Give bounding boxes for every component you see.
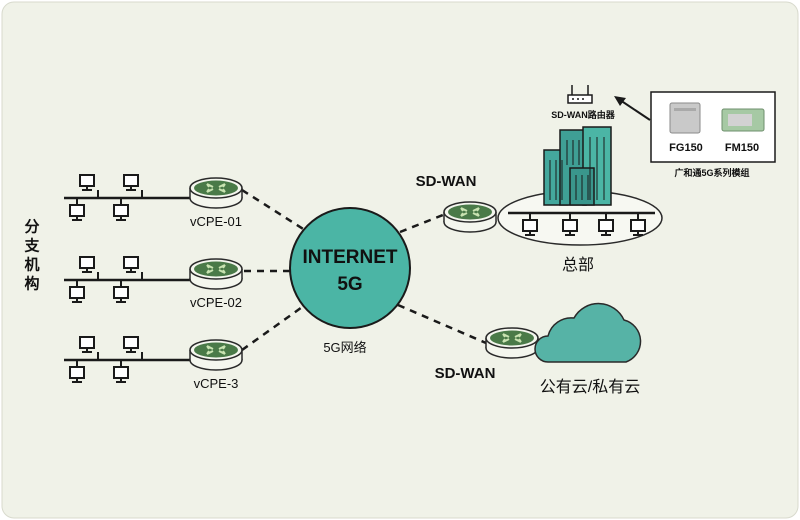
router-icon bbox=[189, 339, 243, 371]
internet-5g-hub: INTERNET 5G bbox=[289, 207, 411, 329]
hq-site: 总部 bbox=[497, 126, 663, 274]
branch-row-2: vCPE-02 bbox=[64, 256, 243, 310]
vcpe-01-label: vCPE-01 bbox=[190, 214, 242, 229]
router-icon bbox=[189, 258, 243, 290]
branch-row-1: vCPE-01 bbox=[64, 174, 243, 229]
module-pointer-arrow bbox=[614, 96, 651, 121]
sdwan-router-label: SD-WAN路由器 bbox=[551, 109, 615, 120]
module-caption: 广和通5G系列模组 bbox=[674, 167, 749, 178]
hq-label: 总部 bbox=[562, 256, 594, 274]
router-icon bbox=[443, 201, 497, 233]
link-vcpe01-internet bbox=[241, 188, 309, 234]
link-internet-hq bbox=[399, 211, 449, 234]
internet-5g-label: 5G bbox=[337, 274, 362, 295]
link-internet-cloud bbox=[397, 303, 487, 345]
sdwan-cloud-label: SD-WAN bbox=[435, 365, 496, 382]
module-box: FG150 FM150 bbox=[650, 91, 776, 163]
vcpe-02-label: vCPE-02 bbox=[190, 295, 242, 310]
office-building-icon bbox=[543, 126, 612, 206]
network-links bbox=[241, 188, 487, 352]
vcpe-3-label: vCPE-3 bbox=[194, 376, 239, 391]
network-5g-label: 5G网络 bbox=[323, 340, 366, 355]
5g-module-card-icon bbox=[669, 102, 701, 134]
module-fg150-label: FG150 bbox=[669, 142, 703, 154]
cloud-label: 公有云/私有云 bbox=[540, 378, 640, 396]
router-icon bbox=[485, 327, 539, 359]
branch-label: 分支机构 bbox=[23, 219, 40, 293]
router-icon bbox=[189, 177, 243, 209]
branch-row-3: vCPE-3 bbox=[64, 336, 243, 391]
wifi-router-icon bbox=[567, 85, 593, 104]
module-fm150-label: FM150 bbox=[725, 142, 759, 154]
5g-module-card-icon bbox=[721, 108, 765, 132]
cloud-icon bbox=[534, 302, 642, 363]
svg-text:分支机构: 分支机构 bbox=[23, 219, 40, 293]
internet-label: INTERNET bbox=[303, 247, 398, 268]
sdwan-hq-label: SD-WAN bbox=[416, 173, 477, 190]
